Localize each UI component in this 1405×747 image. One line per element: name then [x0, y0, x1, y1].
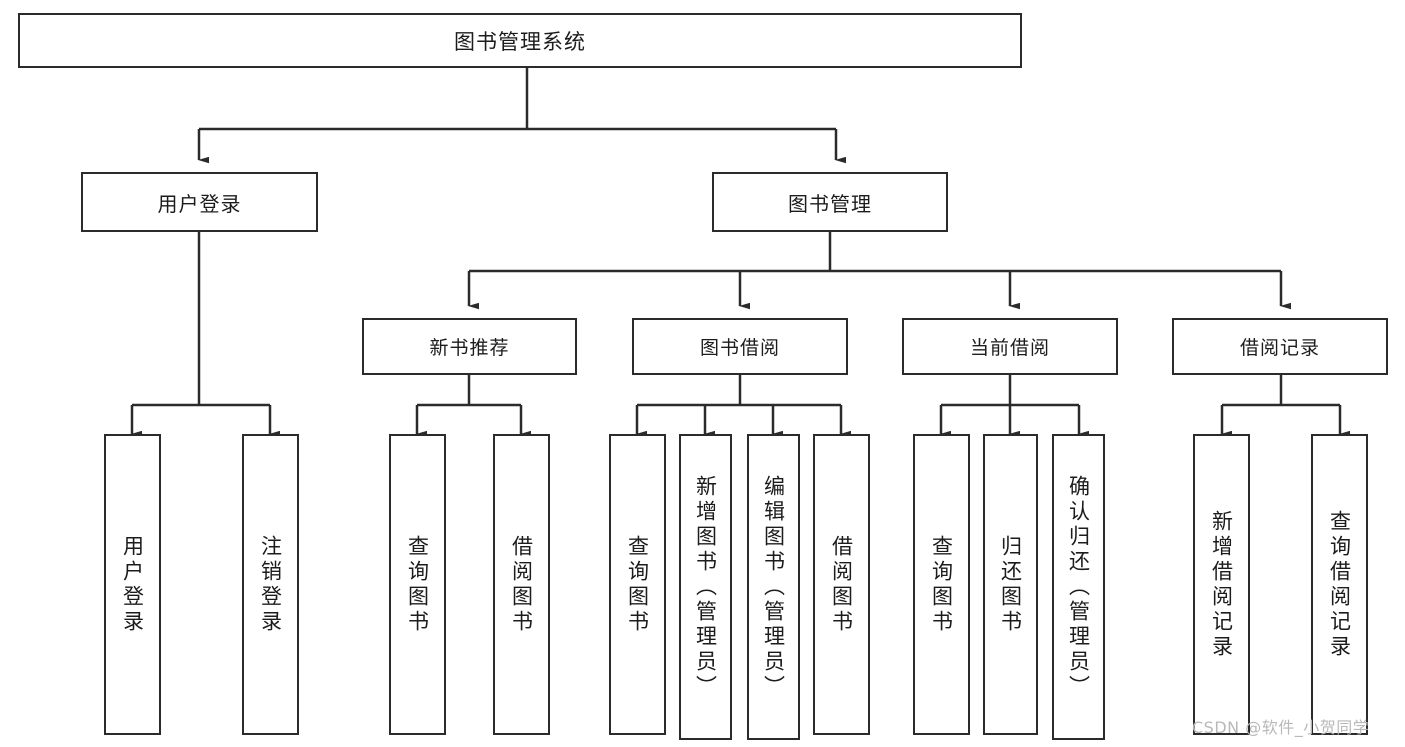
leaf-book-borrow-add-book-admin[interactable]: 新增图书（管理员） — [679, 434, 732, 740]
node-label: 新书推荐 — [429, 337, 510, 359]
node-current-borrow[interactable]: 当前借阅 — [902, 318, 1118, 375]
leaf-borrow-record-query-record[interactable]: 查询借阅记录 — [1311, 434, 1368, 735]
leaf-user-login-logout[interactable]: 注销登录 — [242, 434, 299, 735]
leaf-label: 查询图书 — [625, 534, 650, 635]
leaf-label: 编辑图书（管理员） — [761, 474, 786, 700]
node-root-book-management-system[interactable]: 图书管理系统 — [18, 13, 1022, 68]
node-borrow-record[interactable]: 借阅记录 — [1172, 318, 1388, 375]
node-book-management[interactable]: 图书管理 — [712, 172, 948, 232]
node-label: 图书管理 — [788, 191, 872, 216]
leaf-user-login-login[interactable]: 用户登录 — [104, 434, 161, 735]
leaf-book-borrow-edit-book-admin[interactable]: 编辑图书（管理员） — [747, 434, 800, 740]
leaf-label: 注销登录 — [258, 534, 283, 635]
node-label: 图书借阅 — [699, 337, 780, 359]
node-new-book-recommend[interactable]: 新书推荐 — [362, 318, 577, 375]
leaf-label: 查询图书 — [405, 534, 430, 635]
leaf-current-borrow-return-book[interactable]: 归还图书 — [983, 434, 1038, 735]
node-label: 用户登录 — [157, 191, 242, 216]
node-book-borrow[interactable]: 图书借阅 — [632, 318, 848, 375]
node-label: 图书管理系统 — [454, 29, 586, 54]
leaf-label: 查询图书 — [929, 534, 954, 635]
leaf-current-borrow-confirm-return-admin[interactable]: 确认归还（管理员） — [1052, 434, 1105, 740]
leaf-label: 借阅图书 — [829, 534, 854, 635]
leaf-label: 借阅图书 — [509, 534, 534, 635]
leaf-borrow-record-add-record[interactable]: 新增借阅记录 — [1193, 434, 1250, 735]
leaf-label: 确认归还（管理员） — [1066, 474, 1091, 700]
leaf-new-book-query-book[interactable]: 查询图书 — [389, 434, 446, 735]
node-label: 借阅记录 — [1239, 337, 1320, 359]
leaf-label: 新增图书（管理员） — [693, 474, 718, 700]
leaf-current-borrow-query-book[interactable]: 查询图书 — [913, 434, 970, 735]
leaf-label: 用户登录 — [120, 534, 145, 635]
leaf-label: 新增借阅记录 — [1209, 509, 1234, 660]
node-user-login[interactable]: 用户登录 — [81, 172, 318, 232]
leaf-label: 归还图书 — [998, 534, 1023, 635]
node-label: 当前借阅 — [969, 337, 1050, 359]
leaf-new-book-borrow-book[interactable]: 借阅图书 — [493, 434, 550, 735]
leaf-label: 查询借阅记录 — [1327, 509, 1352, 660]
leaf-book-borrow-borrow-book[interactable]: 借阅图书 — [813, 434, 870, 735]
leaf-book-borrow-query-book[interactable]: 查询图书 — [609, 434, 666, 735]
